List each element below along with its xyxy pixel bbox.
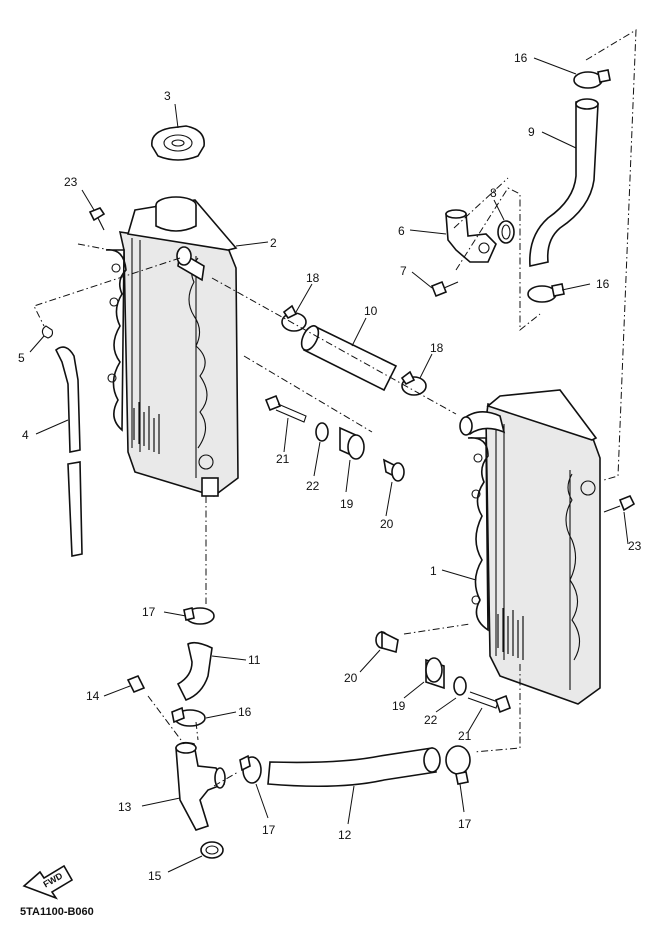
callout-2: 2 <box>270 236 277 250</box>
callout-3: 3 <box>164 89 171 103</box>
joint-hose <box>300 324 398 392</box>
assembly-lines <box>33 29 637 787</box>
o-ring-15 <box>200 841 224 859</box>
clamp-17-right <box>445 745 471 785</box>
callout-4: 4 <box>22 428 29 442</box>
callout-23-right: 23 <box>628 539 642 553</box>
callout-19-right: 19 <box>392 699 406 713</box>
leader-lines <box>29 57 629 873</box>
bolt-14 <box>126 674 146 694</box>
callout-9: 9 <box>528 125 535 139</box>
pipe-13 <box>175 741 226 831</box>
clamp-17-mid <box>239 754 262 784</box>
clamp-18-right <box>400 370 427 396</box>
radiator-cap <box>151 125 205 161</box>
callout-7: 7 <box>400 264 407 278</box>
callout-21-left: 21 <box>276 452 290 466</box>
bolt-right <box>603 494 636 513</box>
callout-20-left: 20 <box>380 517 394 531</box>
callout-17-right: 17 <box>458 817 472 831</box>
washer-22-left <box>315 422 329 442</box>
callout-13: 13 <box>118 800 132 814</box>
hose-clamp-bottom <box>171 706 206 727</box>
collar-20-left <box>382 458 405 482</box>
callout-12: 12 <box>338 828 352 842</box>
lower-hose <box>267 747 441 788</box>
callout-15: 15 <box>148 869 162 883</box>
left-radiator <box>105 196 239 497</box>
callout-17-left: 17 <box>142 605 156 619</box>
callout-16-mid: 16 <box>596 277 610 291</box>
callout-labels: 1 2 3 4 5 6 7 8 9 10 11 12 13 14 15 16 1… <box>18 51 642 883</box>
callout-18-right: 18 <box>430 341 444 355</box>
callout-14: 14 <box>86 689 100 703</box>
callout-8: 8 <box>490 186 497 200</box>
damper-19-left <box>339 426 365 460</box>
drawing-code: 5TA1100-B060 <box>20 906 94 918</box>
clamp-18-left <box>281 304 307 332</box>
callout-21-right: 21 <box>458 729 472 743</box>
upper-hose <box>529 98 599 267</box>
callout-16-top: 16 <box>514 51 528 65</box>
damper-19-right <box>425 657 445 690</box>
right-radiator <box>459 389 601 705</box>
callout-20-right: 20 <box>344 671 358 685</box>
hose-clamp-mid <box>527 283 565 303</box>
pipe-bolt <box>430 280 459 298</box>
o-ring <box>497 220 515 244</box>
callout-16-bottom: 16 <box>238 705 252 719</box>
callout-17-mid: 17 <box>262 823 276 837</box>
hose-clip <box>41 325 54 339</box>
callout-5: 5 <box>18 351 25 365</box>
callout-22-left: 22 <box>306 479 320 493</box>
coolant-pipe <box>445 209 497 263</box>
washer-22-right <box>453 676 467 696</box>
hose-11 <box>176 641 213 702</box>
callout-22-right: 22 <box>424 713 438 727</box>
hose-clamp-top <box>573 69 611 89</box>
breather-hose <box>54 346 83 557</box>
callout-1: 1 <box>430 564 437 578</box>
callout-6: 6 <box>398 224 405 238</box>
bolt-21-right <box>467 691 511 714</box>
bolt-21-left <box>264 394 307 423</box>
bolt-left <box>88 207 106 231</box>
callout-18-left: 18 <box>306 271 320 285</box>
callout-10: 10 <box>364 304 378 318</box>
callout-11: 11 <box>248 653 261 667</box>
callout-19-left: 19 <box>340 497 354 511</box>
callout-23-left: 23 <box>64 175 78 189</box>
clamp-17-left <box>183 607 215 625</box>
collar-20-right <box>375 630 399 654</box>
fwd-arrow: FWD <box>22 864 74 900</box>
